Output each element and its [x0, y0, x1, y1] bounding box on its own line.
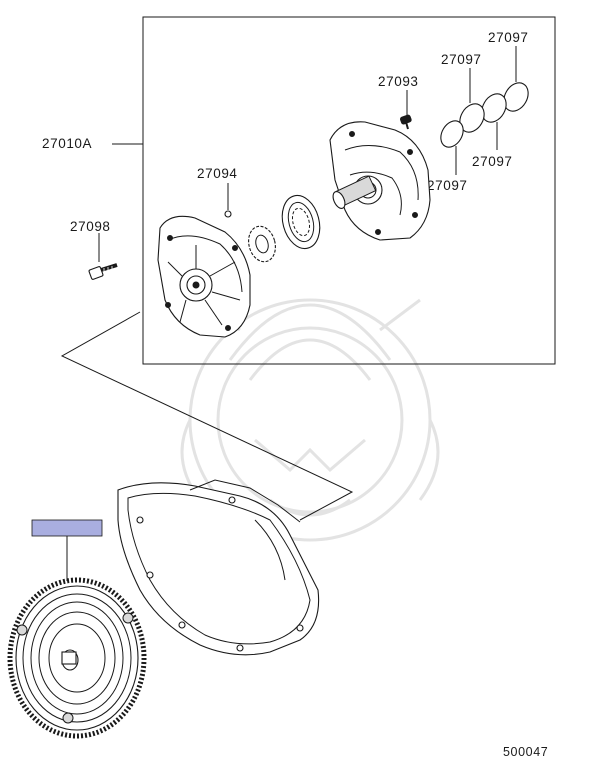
pump-body-part [157, 215, 251, 338]
part-label-screw: 27093 [378, 74, 419, 89]
transmission-housing-part [117, 479, 320, 656]
inner-gear-part [248, 225, 276, 263]
connection-line [60, 311, 354, 521]
part-label-ring-lower: 27097 [427, 178, 468, 193]
watermark-emblem [180, 298, 440, 542]
bolt-part [88, 263, 118, 280]
diagram-number: 500047 [503, 745, 548, 759]
part-label-ring-top: 27097 [488, 30, 529, 45]
screw-part [399, 114, 412, 130]
torque-converter-part [7, 577, 147, 739]
part-label-ring-right: 27097 [472, 154, 513, 169]
outer-gear-part [281, 194, 321, 250]
part-label-pin: 27094 [197, 166, 238, 181]
assembly-frame [142, 16, 556, 365]
pump-cover-part [329, 121, 431, 241]
part-label-bolt: 27098 [70, 219, 111, 234]
torque-converter-label-box [31, 519, 103, 537]
part-label-ring-upper: 27097 [441, 52, 482, 67]
part-label-assembly: 27010A [42, 136, 92, 151]
seal-rings [440, 82, 529, 148]
pin-part [224, 210, 232, 218]
